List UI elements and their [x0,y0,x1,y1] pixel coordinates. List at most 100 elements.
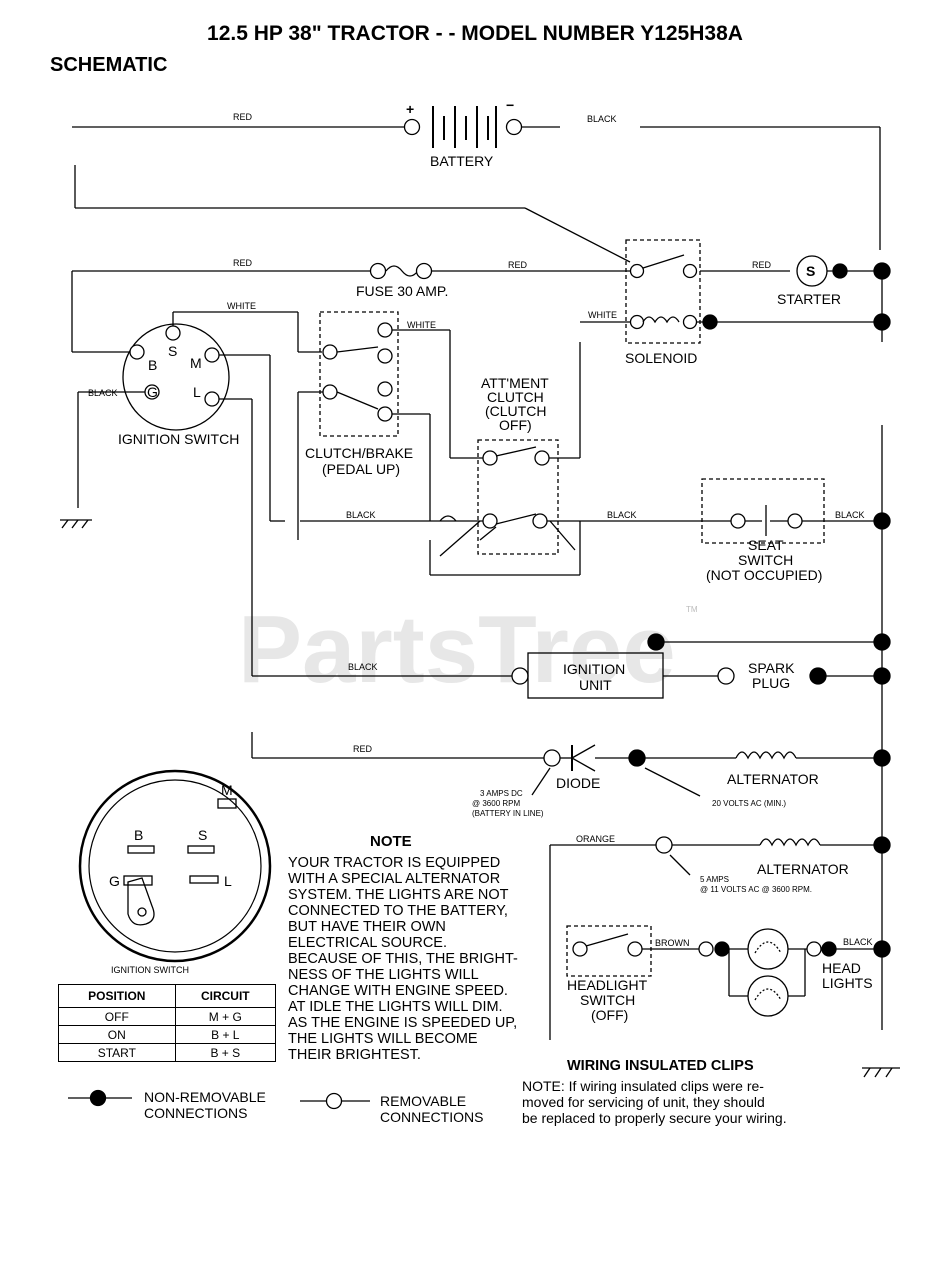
diode-spec-2: @ 3600 RPM [472,799,520,808]
attment-label-4: OFF) [499,417,532,433]
table-cell: OFF [58,1007,176,1026]
ignition-unit-label-2: UNIT [579,677,612,693]
fuse: FUSE 30 AMP. RED RED [71,258,630,352]
clutch-brake-label-2: (PEDAL UP) [322,461,400,477]
ignition-unit-label-1: IGNITION [563,661,625,677]
wire-black-5: BLACK [348,662,378,672]
head-lights: BLACK HEAD LIGHTS [728,928,882,1017]
clips-line: be replaced to properly secure your wiri… [522,1110,787,1126]
wire-red-1: RED [233,112,253,122]
page-subtitle: SCHEMATIC [50,54,168,76]
wire-white-2: WHITE [407,320,436,330]
wire-black-2: BLACK [88,388,118,398]
alternator2-spec-2: @ 11 VOLTS AC @ 3600 RPM. [700,885,812,894]
ign-m: M [190,355,202,371]
seat-switch-label-1: SEAT [748,537,784,553]
note-line: NESS OF THE LIGHTS WILL [288,967,479,983]
wire-black-4: BLACK [607,510,637,520]
note-line: CHANGE WITH ENGINE SPEED. [288,983,508,999]
seat-switch: BLACK SEAT SWITCH (NOT OCCUPIED) [672,478,882,583]
diode-alternator: RED DIODE ALTERNATOR 3 AMPS DC @ 3600 RP… [251,732,882,818]
inset-g: G [109,873,120,889]
fuse-label: FUSE 30 AMP. [356,283,448,299]
table-cell: START [58,1043,176,1062]
seat-switch-label-2: SWITCH [738,552,793,568]
clips-line: NOTE: If wiring insulated clips were re- [522,1078,764,1094]
wire-black-1: BLACK [587,114,617,124]
table-cell: B + S [174,1043,277,1062]
seat-switch-label-3: (NOT OCCUPIED) [706,567,822,583]
inset-s: S [198,827,207,843]
headlight-switch-label-2: SWITCH [580,992,635,1008]
ign-g: G [147,384,158,400]
legend-removable-1: REMOVABLE [380,1093,466,1109]
legend-nonremovable-2: CONNECTIONS [144,1105,247,1121]
note-line: THEIR BRIGHTEST. [288,1047,421,1063]
page-title: 12.5 HP 38" TRACTOR - - MODEL NUMBER Y12… [207,22,743,45]
wire-white-1: WHITE [227,301,256,311]
note-body: YOUR TRACTOR IS EQUIPPED WITH A SPECIAL … [288,855,518,1063]
table-row: OFF M + G [58,1007,277,1026]
spark-plug-label-1: SPARK [748,660,795,676]
watermark: PartsTree [238,596,676,703]
alternator2-spec-1: 5 AMPS [700,875,729,884]
inset-m: M [221,782,233,798]
ign-l: L [193,384,201,400]
ign-b: B [148,357,157,373]
legend: NON-REMOVABLE CONNECTIONS REMOVABLE CONN… [68,1089,483,1125]
attachment-clutch-switch: ATT'MENT CLUTCH (CLUTCH OFF) [429,342,672,576]
battery-plus: + [406,101,414,117]
table-header-circuit: CIRCUIT [174,984,277,1008]
note-heading: NOTE [370,833,412,850]
battery-minus: − [506,97,514,113]
note-line: WITH A SPECIAL ALTERNATOR [288,871,501,887]
solenoid: SOLENOID WHITE [580,239,880,366]
diode-spec-1: 3 AMPS DC [480,789,523,798]
solenoid-label: SOLENOID [625,350,697,366]
inset-caption: IGNITION SWITCH [111,965,189,975]
table-row: START B + S [58,1043,277,1062]
table-cell: M + G [174,1007,277,1026]
note-line: YOUR TRACTOR IS EQUIPPED [288,855,501,871]
wire-orange: ORANGE [576,834,615,844]
note-line: AT IDLE THE LIGHTS WILL DIM. [288,999,503,1015]
wire-red-2: RED [233,258,253,268]
note-line: BECAUSE OF THIS, THE BRIGHT- [288,951,518,967]
clutch-brake-label-1: CLUTCH/BRAKE [305,445,413,461]
note-line: AS THE ENGINE IS SPEEDED UP, [288,1015,518,1031]
starter-s: S [806,263,815,279]
wire-white-3: WHITE [588,310,617,320]
legend-nonremovable-1: NON-REMOVABLE [144,1089,266,1105]
head-lights-label-2: LIGHTS [822,975,873,991]
headlight-switch: BROWN HEADLIGHT SWITCH (OFF) [566,925,730,1023]
starter-label: STARTER [777,291,841,307]
wire-black-7: BLACK [843,937,873,947]
table-row: ON B + L [58,1025,277,1044]
table-cell: B + L [174,1025,277,1044]
note-line: CONNECTED TO THE BATTERY, [288,903,508,919]
wire-black-6: BLACK [835,510,865,520]
note-line: SYSTEM. THE LIGHTS ARE NOT [288,887,509,903]
clips-body: NOTE: If wiring insulated clips were re-… [522,1078,787,1126]
wire-black-3: BLACK [346,510,376,520]
lighting-alternator: ORANGE ALTERNATOR 5 AMPS @ 11 VOLTS AC @… [549,834,882,1040]
attment-label-2: CLUTCH [487,389,544,405]
wire-red-5: RED [353,744,373,754]
legend-removable-2: CONNECTIONS [380,1109,483,1125]
ignition-position-table: POSITION CIRCUIT OFF M + G ON B + L STAR… [58,984,277,1062]
inset-l: L [224,873,232,889]
alternator-label: ALTERNATOR [727,771,819,787]
alternator2-label: ALTERNATOR [757,861,849,877]
clips-line: moved for servicing of unit, they should [522,1094,765,1110]
diode-label: DIODE [556,775,600,791]
clips-heading: WIRING INSULATED CLIPS [567,1058,754,1074]
note-line: THE LIGHTS WILL BECOME [288,1031,478,1047]
battery: + − BATTERY RED BLACK [72,97,881,250]
note-line: ELECTRICAL SOURCE. [288,935,447,951]
diode-spec-3: (BATTERY IN LINE) [472,809,544,818]
headlight-switch-label-3: (OFF) [591,1007,628,1023]
wire-brown: BROWN [655,938,690,948]
ign-s: S [168,343,177,359]
